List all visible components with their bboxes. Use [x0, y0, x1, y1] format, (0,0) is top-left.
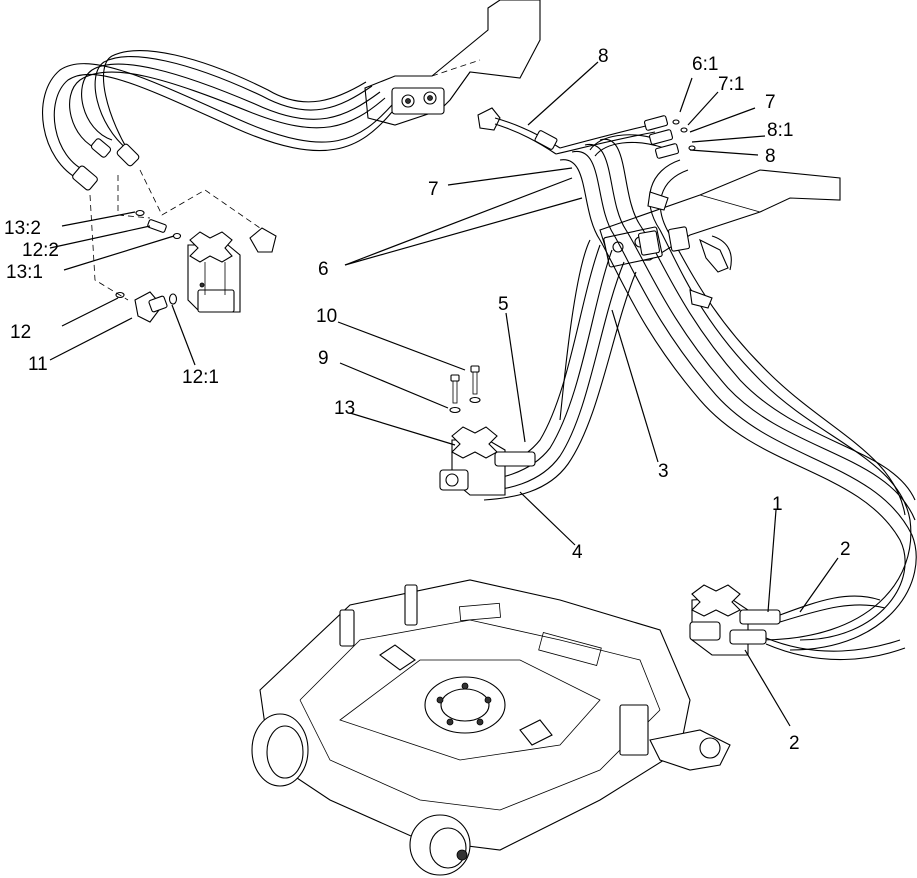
callout-13-1: 13:1	[6, 262, 43, 283]
callout-6: 6	[318, 259, 329, 280]
callout-3: 3	[658, 461, 669, 482]
bulkhead-top-frame	[364, 0, 541, 126]
left-hose-loop	[42, 50, 393, 191]
callout-4: 4	[572, 542, 583, 563]
callout-2-lower: 2	[789, 733, 800, 754]
callout-11: 10	[316, 306, 337, 327]
left-motor	[187, 231, 241, 313]
callout-6-1: 6:1	[692, 54, 718, 75]
callout-7-right: 7	[765, 92, 776, 113]
callout-9: 13	[334, 398, 355, 419]
callout-5: 5	[498, 294, 509, 315]
callout-8-right: 8	[765, 146, 776, 167]
callout-13-2: 13:2	[4, 218, 41, 239]
left-fittings	[115, 209, 277, 323]
callout-12: 11	[28, 354, 48, 375]
callout-7-1: 7:1	[718, 74, 744, 95]
upper-hose-bundle	[477, 107, 917, 651]
callout-1: 1	[772, 494, 783, 515]
callout-8-top: 8	[598, 46, 609, 67]
mower-deck	[251, 579, 731, 876]
callout-2-upper: 2	[840, 539, 851, 560]
center-motor	[439, 365, 536, 496]
callout-10: 9	[318, 348, 329, 369]
callout-7-left: 7	[428, 179, 439, 200]
leader-lines	[49, 61, 839, 727]
callout-12-1: 12	[10, 322, 31, 343]
callout-labels: 8 6:1 7:1 7 8:1 8 7 6 13:2 12:2 13:1 12 …	[4, 46, 851, 754]
right-motor	[689, 584, 906, 661]
callout-8-1: 8:1	[767, 120, 793, 141]
callout-12-2: 12:1	[182, 367, 219, 388]
callout-13: 12:2	[22, 240, 59, 261]
